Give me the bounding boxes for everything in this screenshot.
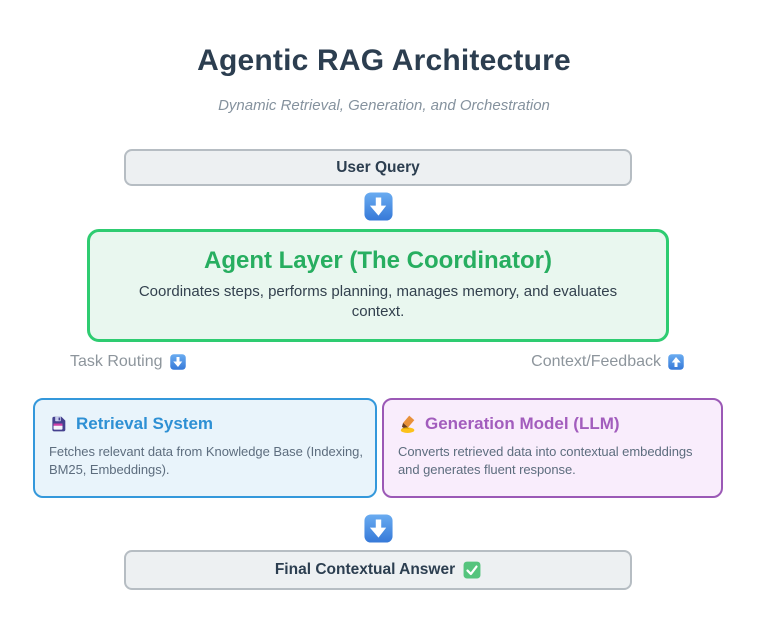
retrieval-title: Retrieval System [76, 414, 214, 433]
agent-layer-description: Coordinates steps, performs planning, ma… [138, 283, 618, 320]
down-arrow-icon [364, 192, 393, 221]
check-mark-icon [463, 561, 481, 579]
retrieval-title-row: Retrieval System [49, 414, 363, 434]
generation-description: Converts retrieved data into contextual … [398, 444, 693, 477]
retrieval-description: Fetches relevant data from Knowledge Bas… [49, 444, 363, 477]
user-query-node: User Query [124, 149, 632, 186]
task-routing-label: Task Routing [70, 353, 186, 371]
context-feedback-text: Context/Feedback [531, 353, 661, 370]
generation-title: Generation Model (LLM) [425, 414, 620, 433]
user-query-label: User Query [336, 158, 420, 176]
generation-model-node: Generation Model (LLM) Converts retrieve… [382, 398, 723, 498]
up-arrow-icon [668, 354, 684, 370]
floppy-disk-icon [49, 415, 67, 433]
final-answer-label: Final Contextual Answer [274, 561, 456, 578]
agent-layer-node: Agent Layer (The Coordinator) Coordinate… [87, 229, 669, 342]
retrieval-system-node: Retrieval System Fetches relevant data f… [33, 398, 377, 498]
context-feedback-label: Context/Feedback [531, 353, 684, 371]
down-arrow-icon [364, 514, 393, 543]
task-routing-text: Task Routing [70, 353, 163, 370]
down-arrow-icon [169, 354, 186, 370]
edge-labels-row: Task Routing Context/Feedback [70, 351, 684, 373]
page-subtitle: Dynamic Retrieval, Generation, and Orche… [218, 97, 550, 114]
writing-hand-icon [398, 415, 416, 433]
agent-layer-title: Agent Layer (The Coordinator) [203, 247, 552, 274]
page-title: Agentic RAG Architecture [197, 44, 571, 77]
generation-title-row: Generation Model (LLM) [398, 414, 709, 434]
final-answer-node: Final Contextual Answer [124, 550, 632, 590]
